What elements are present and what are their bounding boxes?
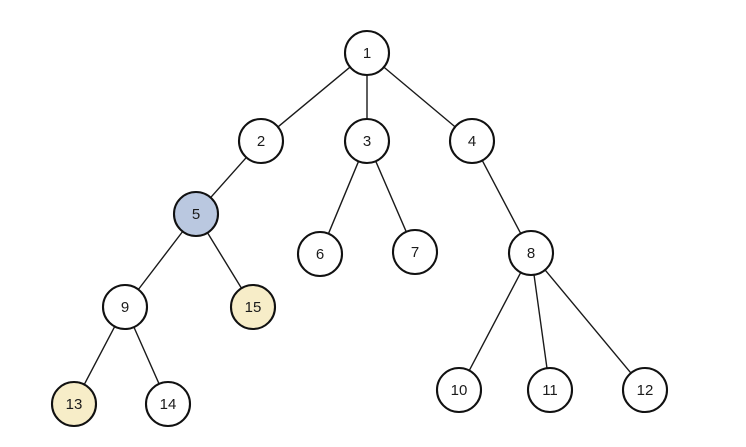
- tree-node[interactable]: 2: [237, 117, 285, 165]
- tree-node-circle[interactable]: [101, 283, 149, 331]
- tree-edge: [83, 325, 116, 386]
- tree-edge: [133, 326, 160, 385]
- tree-node[interactable]: 7: [391, 228, 439, 276]
- tree-edge: [206, 232, 243, 289]
- tree-node-circle[interactable]: [507, 229, 555, 277]
- tree-node-circle[interactable]: [448, 117, 496, 165]
- tree-node[interactable]: 11: [526, 366, 574, 414]
- tree-node[interactable]: 14: [144, 380, 192, 428]
- tree-node-circle[interactable]: [296, 230, 344, 278]
- tree-node[interactable]: 13: [50, 380, 98, 428]
- tree-node[interactable]: 9: [101, 283, 149, 331]
- tree-edge: [383, 66, 456, 128]
- tree-node-circle[interactable]: [526, 366, 574, 414]
- edge-layer: [83, 66, 632, 386]
- tree-node[interactable]: 10: [435, 366, 483, 414]
- tree-node[interactable]: 12: [621, 366, 669, 414]
- tree-node[interactable]: 5: [172, 190, 220, 238]
- tree-node-circle[interactable]: [435, 366, 483, 414]
- tree-node-circle[interactable]: [391, 228, 439, 276]
- tree-edge: [209, 156, 248, 199]
- tree-node-circle[interactable]: [237, 117, 285, 165]
- tree-edge: [327, 160, 360, 235]
- tree-edge: [481, 159, 522, 235]
- tree-node-circle[interactable]: [621, 366, 669, 414]
- tree-edge: [277, 66, 351, 128]
- tree-node[interactable]: 1: [343, 29, 391, 77]
- tree-node-circle[interactable]: [144, 380, 192, 428]
- tree-node-circle[interactable]: [172, 190, 220, 238]
- tree-node[interactable]: 3: [343, 117, 391, 165]
- tree-node[interactable]: 6: [296, 230, 344, 278]
- tree-edge: [137, 230, 184, 291]
- tree-node[interactable]: 4: [448, 117, 496, 165]
- tree-node[interactable]: 15: [229, 283, 277, 331]
- tree-node-circle[interactable]: [50, 380, 98, 428]
- tree-edge: [468, 271, 522, 372]
- tree-node-circle[interactable]: [229, 283, 277, 331]
- tree-edge: [375, 160, 407, 233]
- tree-node[interactable]: 8: [507, 229, 555, 277]
- tree-node-circle[interactable]: [343, 29, 391, 77]
- tree-edge: [533, 274, 548, 369]
- tree-edge: [544, 269, 632, 374]
- tree-node-circle[interactable]: [343, 117, 391, 165]
